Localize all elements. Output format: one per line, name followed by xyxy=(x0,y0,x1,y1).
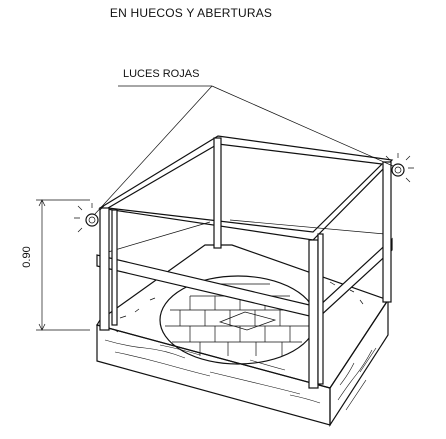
height-dimension xyxy=(36,199,90,331)
top-rail xyxy=(98,135,394,241)
callout-leaders xyxy=(94,85,394,215)
mid-rail xyxy=(96,219,393,320)
red-light-left-icon xyxy=(74,203,105,233)
page-title: EN HUECOS Y ABERTURAS xyxy=(109,6,273,20)
red-light-right-icon xyxy=(385,153,414,183)
red-lights-label: LUCES ROJAS xyxy=(123,68,200,80)
posts xyxy=(99,137,392,389)
